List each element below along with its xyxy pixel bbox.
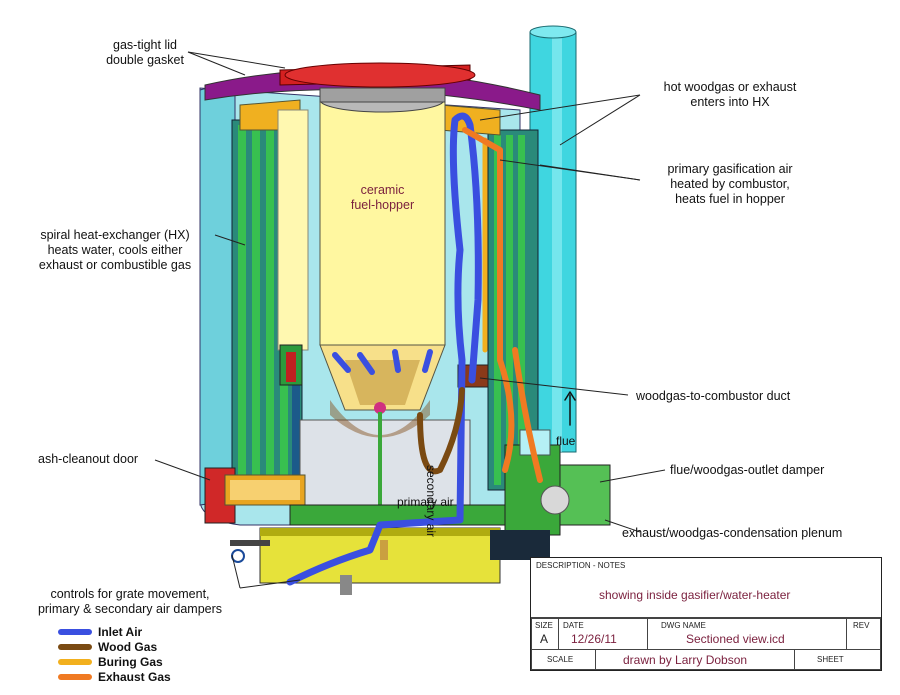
- leader-lines: [154, 51, 666, 589]
- legend-item-wood-gas: Wood Gas: [58, 639, 171, 654]
- wood-gas-flow: [417, 387, 465, 475]
- label-duct: woodgas-to-combustor duct: [636, 389, 791, 403]
- legend-swatch-wood-gas: [58, 643, 92, 650]
- label-lid: gas-tight lid double gasket: [90, 38, 200, 68]
- label-hopper: ceramic fuel-hopper: [330, 183, 435, 213]
- title-block: DESCRIPTION - NOTES showing inside gasif…: [530, 557, 882, 671]
- legend-label-burning-gas: Buring Gas: [98, 654, 163, 669]
- legend-swatch-exhaust-gas: [58, 673, 92, 680]
- label-flue: flue: [556, 434, 576, 448]
- label-plenum: exhaust/woodgas-condensation plenum: [622, 526, 843, 540]
- size-header: SIZE: [535, 621, 553, 630]
- size-value: A: [540, 632, 549, 646]
- label-lid-line2: double gasket: [106, 53, 184, 67]
- label-hopper-line1: ceramic: [360, 183, 405, 197]
- label-hx-line3: exhaust or combustible gas: [38, 258, 192, 272]
- flow-arrows: [286, 112, 576, 586]
- label-damper: flue/woodgas-outlet damper: [670, 463, 825, 477]
- label-primary-air-line3: heats fuel in hopper: [675, 192, 785, 206]
- label-ash-door: ash-cleanout door: [38, 452, 139, 466]
- legend: Inlet Air Wood Gas Buring Gas Exhaust Ga…: [58, 624, 171, 684]
- label-hot-woodgas-line2: enters into HX: [690, 95, 770, 109]
- scale-header: SCALE: [547, 655, 574, 664]
- legend-item-inlet-air: Inlet Air: [58, 624, 171, 639]
- label-primary-air-line2: heated by combustor,: [670, 177, 790, 191]
- label-primary-air-heated: primary gasification air heated by combu…: [640, 162, 820, 207]
- legend-item-burning-gas: Buring Gas: [58, 654, 171, 669]
- drawn-by-value: drawn by Larry Dobson: [623, 653, 748, 667]
- label-hopper-line2: fuel-hopper: [350, 198, 415, 212]
- dwg-name-value: Sectioned view.icd: [686, 632, 785, 646]
- label-lid-line1: gas-tight lid: [113, 38, 177, 52]
- label-controls: controls for grate movement, primary & s…: [25, 587, 235, 617]
- sheet-header: SHEET: [817, 655, 844, 664]
- label-controls-line1: controls for grate movement,: [50, 587, 210, 601]
- inlet-air-flow: [286, 112, 482, 586]
- label-controls-line2: primary & secondary air dampers: [37, 602, 223, 616]
- label-heat-exchanger: spiral heat-exchanger (HX) heats water, …: [15, 228, 215, 273]
- inlet-air-spread: [332, 349, 433, 375]
- legend-item-exhaust-gas: Exhaust Gas: [58, 669, 171, 684]
- label-primary-air-line1: primary gasification air: [667, 162, 793, 176]
- sheet-cell: [794, 649, 881, 670]
- legend-label-wood-gas: Wood Gas: [98, 639, 158, 654]
- label-hx-line1: spiral heat-exchanger (HX): [40, 228, 190, 242]
- description-text: showing inside gasifier/water-heater: [599, 588, 791, 602]
- ash-cleanout-door: [204, 467, 306, 524]
- legend-swatch-inlet-air: [58, 628, 92, 635]
- rev-header: REV: [853, 621, 870, 630]
- label-primary-air: primary air: [397, 495, 454, 509]
- dwg-header: DWG NAME: [661, 621, 706, 630]
- label-hot-woodgas-line1: hot woodgas or exhaust: [663, 80, 797, 94]
- date-header: DATE: [563, 621, 584, 630]
- title-block-description-cell: [531, 558, 881, 618]
- desc-header: DESCRIPTION - NOTES: [536, 561, 626, 570]
- legend-swatch-burning-gas: [58, 658, 92, 665]
- date-value: 12/26/11: [571, 632, 617, 646]
- exhaust-gas-flow: [462, 127, 543, 483]
- fuel-hopper: [277, 87, 446, 411]
- legend-label-inlet-air: Inlet Air: [98, 624, 143, 639]
- legend-label-exhaust-gas: Exhaust Gas: [98, 669, 171, 684]
- label-hot-woodgas: hot woodgas or exhaust enters into HX: [640, 80, 820, 110]
- label-hx-line2: heats water, cools either: [47, 243, 183, 257]
